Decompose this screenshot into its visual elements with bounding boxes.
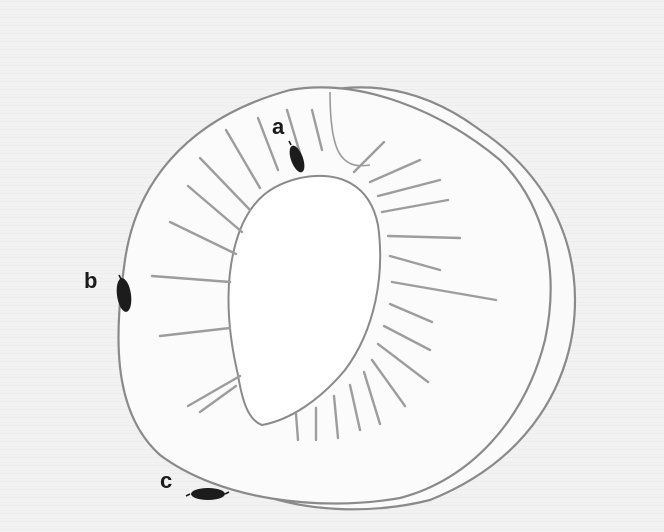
label-a: a: [272, 116, 284, 138]
label-c: c: [160, 470, 172, 492]
label-b: b: [84, 270, 97, 292]
